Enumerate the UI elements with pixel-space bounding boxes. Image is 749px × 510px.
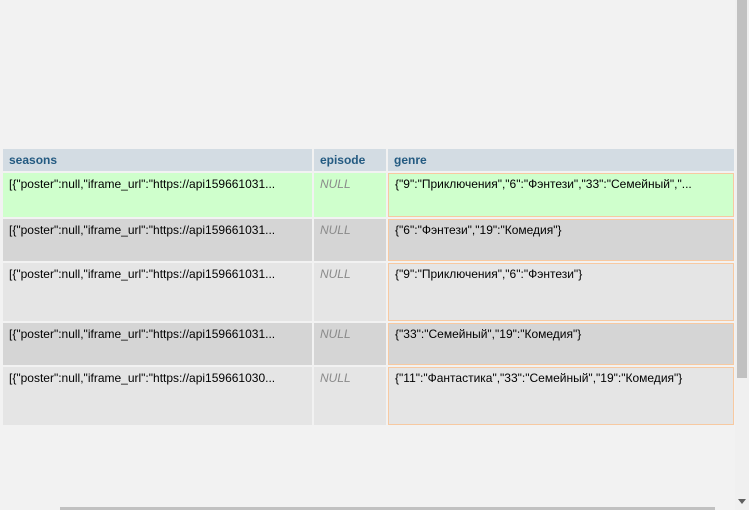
vertical-scrollbar-thumb[interactable] bbox=[737, 0, 747, 378]
cell-seasons[interactable]: [{"poster":null,"iframe_url":"https://ap… bbox=[3, 323, 312, 365]
table-row[interactable]: [{"poster":null,"iframe_url":"https://ap… bbox=[3, 323, 747, 365]
cell-episode[interactable]: NULL bbox=[313, 219, 387, 261]
cell-episode[interactable]: NULL bbox=[313, 367, 387, 425]
cell-seasons[interactable]: [{"poster":null,"iframe_url":"https://ap… bbox=[3, 173, 312, 217]
cell-genre[interactable]: {"9":"Приключения","6":"Фэнтези"} bbox=[388, 263, 735, 321]
results-table: seasons episode genre [{"poster":null,"i… bbox=[1, 147, 749, 427]
chevron-down-icon[interactable] bbox=[738, 499, 746, 504]
cell-episode[interactable]: NULL bbox=[313, 323, 387, 365]
horizontal-scrollbar-thumb[interactable] bbox=[60, 507, 715, 510]
cell-episode[interactable]: NULL bbox=[313, 263, 387, 321]
cell-genre[interactable]: {"9":"Приключения","6":"Фэнтези","33":"С… bbox=[388, 173, 735, 217]
vertical-scrollbar[interactable] bbox=[735, 0, 749, 510]
cell-seasons[interactable]: [{"poster":null,"iframe_url":"https://ap… bbox=[3, 263, 312, 321]
header-row: seasons episode genre bbox=[3, 149, 747, 171]
cell-episode[interactable]: NULL bbox=[313, 173, 387, 217]
table-row[interactable]: [{"poster":null,"iframe_url":"https://ap… bbox=[3, 173, 747, 217]
table-row[interactable]: [{"poster":null,"iframe_url":"https://ap… bbox=[3, 367, 747, 425]
cell-seasons[interactable]: [{"poster":null,"iframe_url":"https://ap… bbox=[3, 219, 312, 261]
cell-genre[interactable]: {"11":"Фантастика","33":"Семейный","19":… bbox=[388, 367, 735, 425]
column-header-seasons[interactable]: seasons bbox=[3, 149, 312, 171]
table-row[interactable]: [{"poster":null,"iframe_url":"https://ap… bbox=[3, 219, 747, 261]
cell-genre[interactable]: {"33":"Семейный","19":"Комедия"} bbox=[388, 323, 735, 365]
cell-genre[interactable]: {"6":"Фэнтези","19":"Комедия"} bbox=[388, 219, 735, 261]
column-header-episode[interactable]: episode bbox=[313, 149, 387, 171]
column-header-genre[interactable]: genre bbox=[388, 149, 735, 171]
cell-seasons[interactable]: [{"poster":null,"iframe_url":"https://ap… bbox=[3, 367, 312, 425]
table-row[interactable]: [{"poster":null,"iframe_url":"https://ap… bbox=[3, 263, 747, 321]
